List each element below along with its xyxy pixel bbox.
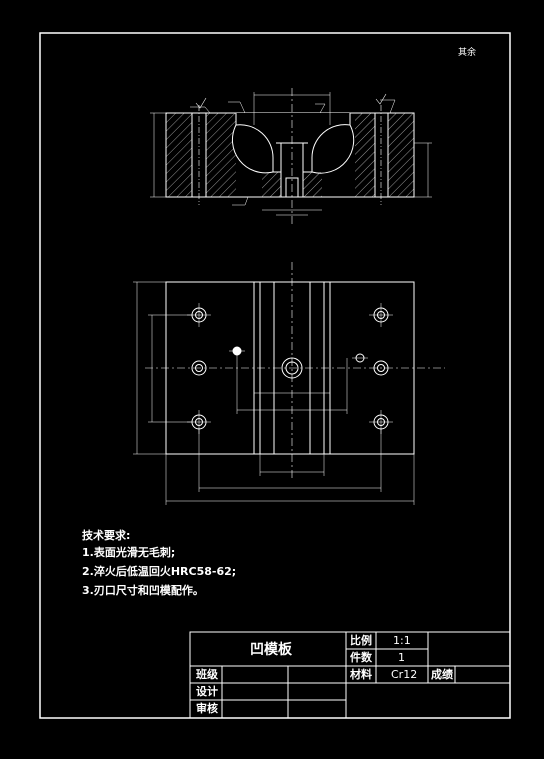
row-review: 审核	[196, 702, 218, 715]
title-block	[189, 631, 511, 719]
plan-view	[133, 262, 445, 505]
material-label: 材料	[350, 668, 372, 681]
tech-req-item-3: 3.刃口尺寸和凹模配作。	[82, 584, 204, 597]
hatch-right	[388, 113, 414, 197]
material-value: Cr12	[391, 668, 418, 681]
scale-value: 1:1	[393, 634, 411, 647]
part-name: 凹模板	[250, 642, 292, 658]
tech-req-item-2: 2.淬火后低温回火HRC58-62;	[82, 565, 237, 578]
corner-note: 其余	[458, 48, 477, 58]
quantity-label: 件数	[350, 651, 372, 664]
hatch-left-inner	[206, 113, 236, 197]
hatch-left	[166, 113, 192, 197]
hatch-right-inner	[355, 113, 375, 197]
tech-req-heading: 技术要求:	[82, 529, 131, 542]
row-class: 班级	[196, 668, 218, 681]
scale-label: 比例	[350, 634, 372, 647]
quantity-value: 1	[398, 651, 405, 664]
tech-req-item-1: 1.表面光滑无毛刺;	[82, 546, 176, 559]
section-view	[150, 88, 432, 225]
grade-label: 成绩	[431, 668, 453, 681]
row-design: 设计	[196, 685, 218, 698]
